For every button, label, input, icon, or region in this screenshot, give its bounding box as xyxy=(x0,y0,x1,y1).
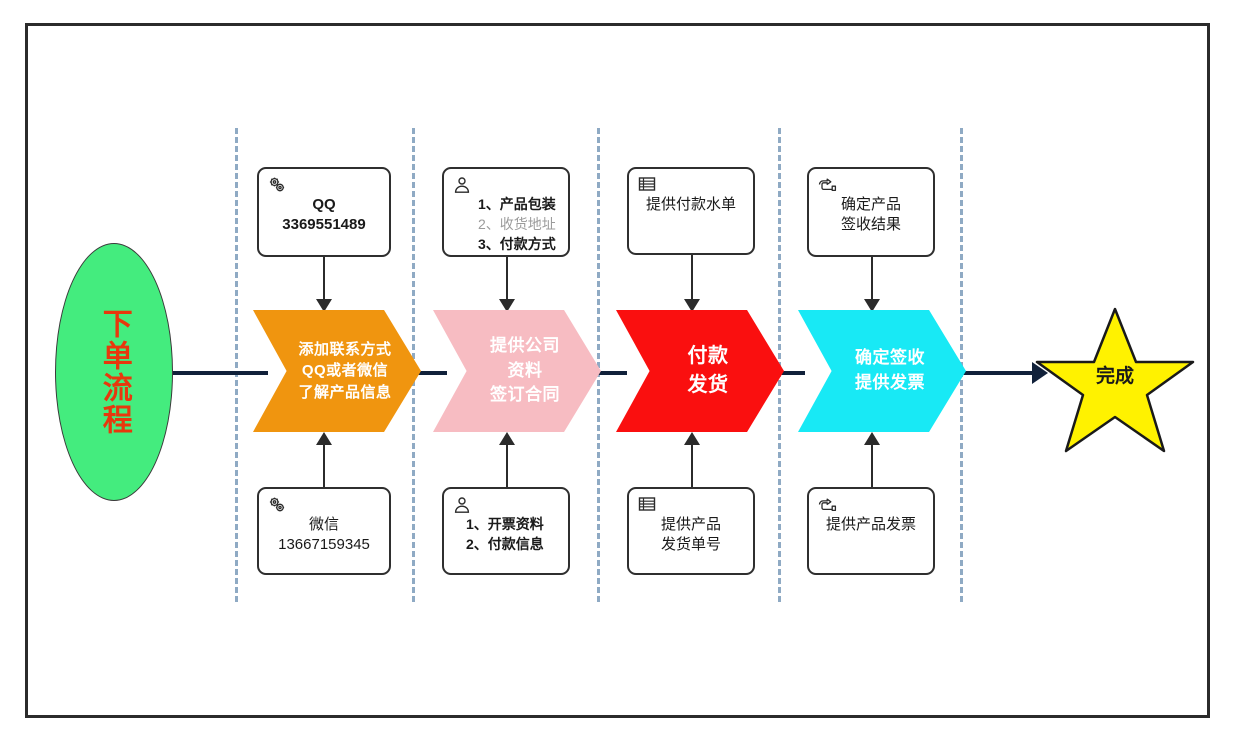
spine-segment-4-finish xyxy=(937,371,1041,375)
note-stage-3-bottom[interactable]: 提供产品 发货单号 xyxy=(627,487,755,575)
note-stage-3-bottom-text: 提供产品 发货单号 xyxy=(660,516,721,554)
note-line: 2、付款信息 xyxy=(466,535,544,552)
note-stage-1-bottom-text: 微信 13667159345 xyxy=(278,516,370,554)
finish-node-label: 完成 xyxy=(1095,366,1134,387)
note-stage-2-top[interactable]: 1、产品包装 2、收货地址 3、付款方式 xyxy=(442,167,570,257)
connector-stage-1-top xyxy=(323,257,325,302)
lane-divider-1 xyxy=(235,128,238,602)
note-stage-4-top-text: 确定产品 签收结果 xyxy=(840,196,901,234)
note-stage-1-bottom[interactable]: 微信 13667159345 xyxy=(257,487,391,575)
arrowhead-stage-3-bottom xyxy=(684,432,700,445)
note-line: 3、付款方式 xyxy=(478,235,556,252)
note-stage-4-top[interactable]: 确定产品 签收结果 xyxy=(807,167,935,257)
spine-segment-start xyxy=(170,371,268,375)
note-stage-2-top-lines: 1、产品包装 2、收货地址 3、付款方式 xyxy=(452,195,560,255)
connector-stage-3-top xyxy=(691,255,693,302)
arrowhead-stage-4-bottom xyxy=(864,432,880,445)
pointing-hand-icon xyxy=(817,495,837,515)
arrowhead-stage-3-top xyxy=(684,299,700,312)
connector-stage-3-bottom xyxy=(691,444,693,488)
connector-stage-4-bottom xyxy=(871,444,873,488)
pointing-hand-icon xyxy=(817,175,837,195)
note-stage-1-top[interactable]: QQ 3369551489 xyxy=(257,167,391,257)
arrowhead-stage-1-top xyxy=(316,299,332,312)
gears-icon xyxy=(267,175,287,195)
stage-3-label: 付款 发货 xyxy=(687,345,729,396)
connector-stage-2-bottom xyxy=(506,444,508,488)
note-stage-3-top-text: 提供付款水单 xyxy=(645,196,736,213)
note-line: 2、收货地址 xyxy=(478,215,556,232)
person-icon xyxy=(452,175,472,195)
gears-icon xyxy=(267,495,287,515)
connector-stage-4-top xyxy=(871,257,873,302)
start-node[interactable]: 下单流程 xyxy=(55,243,173,501)
arrowhead-stage-2-top xyxy=(499,299,515,312)
note-stage-2-bottom[interactable]: 1、开票资料 2、付款信息 xyxy=(442,487,570,575)
stage-1-label: 添加联系方式 QQ或者微信 了解产品信息 xyxy=(298,341,392,401)
note-stage-3-top[interactable]: 提供付款水单 xyxy=(627,167,755,255)
spine-segment-2-3 xyxy=(575,371,627,375)
arrowhead-stage-2-bottom xyxy=(499,432,515,445)
star-shape xyxy=(1035,307,1195,453)
stage-2-label: 提供公司 资料 签订合同 xyxy=(490,336,560,405)
note-stage-1-top-text: QQ 3369551489 xyxy=(282,196,366,234)
start-node-label: 下单流程 xyxy=(97,308,131,436)
note-line: 1、产品包装 xyxy=(478,196,556,212)
lane-divider-3 xyxy=(597,128,600,602)
connector-stage-2-top xyxy=(506,257,508,302)
stage-4-label: 确定签收 提供发票 xyxy=(855,348,925,392)
note-stage-4-bottom-text: 提供产品发票 xyxy=(825,516,916,533)
note-stage-4-bottom[interactable]: 提供产品发票 xyxy=(807,487,935,575)
document-list-icon xyxy=(637,495,657,515)
note-line: 1、开票资料 xyxy=(466,516,544,532)
connector-stage-1-bottom xyxy=(323,444,325,488)
document-list-icon xyxy=(637,175,657,195)
arrowhead-stage-4-top xyxy=(864,299,880,312)
diagram-frame xyxy=(25,23,1210,718)
spine-segment-1-2 xyxy=(395,371,447,375)
person-icon xyxy=(452,495,472,515)
note-stage-2-bottom-lines: 1、开票资料 2、付款信息 xyxy=(452,515,560,555)
finish-node[interactable]: 完成 xyxy=(1035,305,1195,457)
arrowhead-stage-1-bottom xyxy=(316,432,332,445)
